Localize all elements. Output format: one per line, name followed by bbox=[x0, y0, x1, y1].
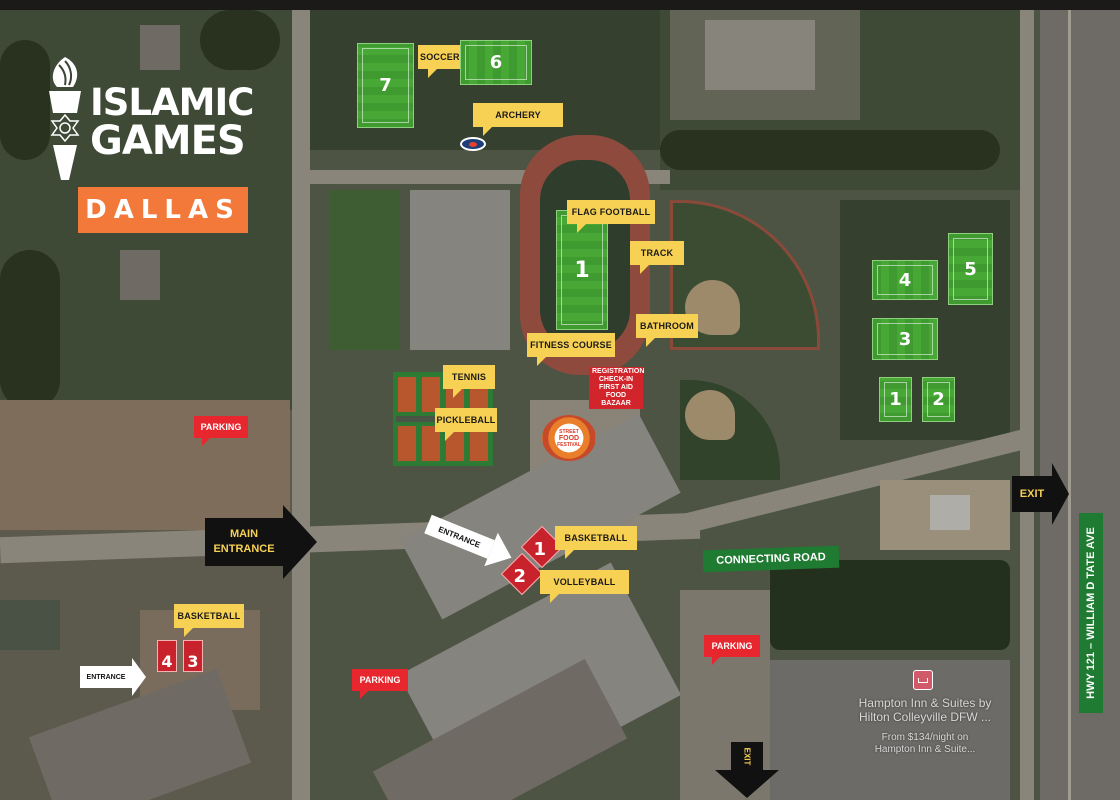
building-small bbox=[930, 495, 970, 530]
hotel-name-line2: Hilton Colleyville DFW ... bbox=[858, 709, 992, 724]
north-south-road bbox=[292, 10, 310, 800]
trees bbox=[0, 40, 50, 160]
hotel-price-line1: From $134/night on bbox=[881, 732, 969, 743]
entrance-arrow-west[interactable]: ENTRANCE bbox=[80, 658, 146, 696]
practice-field bbox=[330, 190, 400, 350]
court bbox=[396, 375, 418, 414]
main-entrance-label: MAIN ENTRANCE bbox=[205, 518, 283, 566]
parking-lot-north bbox=[670, 10, 860, 120]
soccer-field-4[interactable]: 4 bbox=[872, 260, 938, 300]
soccer-field-2[interactable]: 2 bbox=[922, 377, 955, 422]
exit-south-body: EXIT bbox=[731, 742, 763, 770]
label-volleyball[interactable]: VOLLEYBALL bbox=[540, 570, 629, 603]
court-4-marker[interactable]: 4 bbox=[157, 640, 177, 672]
label-archery[interactable]: ARCHERY bbox=[473, 103, 563, 136]
court-number: 2 bbox=[513, 565, 526, 587]
highway-divider bbox=[1068, 10, 1071, 800]
label-pickleball[interactable]: PICKLEBALL bbox=[435, 408, 497, 441]
arrow-head-icon bbox=[132, 658, 146, 696]
main-entrance-line2: ENTRANCE bbox=[213, 543, 275, 555]
food-badge-line3: FESTIVAL bbox=[557, 441, 581, 448]
torch-logo-icon bbox=[45, 55, 85, 185]
main-entrance-line1: MAIN bbox=[229, 528, 259, 540]
soccer-field-1[interactable]: 1 bbox=[879, 377, 912, 422]
exit-arrow-south[interactable]: EXIT bbox=[715, 742, 779, 800]
court bbox=[396, 424, 418, 463]
label-flag-football[interactable]: FLAG FOOTBALL bbox=[567, 200, 655, 233]
hotel-price-line2: Hampton Inn & Suite... bbox=[874, 743, 976, 755]
main-entrance-arrow[interactable]: MAIN ENTRANCE bbox=[205, 505, 317, 579]
label-fitness-course[interactable]: FITNESS COURSE bbox=[527, 333, 615, 366]
flag-football-field-1[interactable]: 1 bbox=[556, 210, 608, 330]
info-line: CHECK-IN bbox=[598, 376, 634, 383]
label-basketball-main[interactable]: BASKETBALL bbox=[555, 526, 637, 559]
soccer-field-7[interactable]: 7 bbox=[357, 43, 414, 128]
building bbox=[120, 250, 160, 300]
logo-title-line1: ISLAMIC bbox=[90, 81, 254, 124]
street-food-festival-badge[interactable]: STREET FOOD FESTIVAL bbox=[542, 415, 596, 461]
parking-label-east[interactable]: PARKING bbox=[704, 635, 760, 665]
label-track[interactable]: TRACK bbox=[630, 241, 684, 274]
arrow-head-icon bbox=[1052, 463, 1069, 525]
info-line: FIRST AID bbox=[599, 384, 633, 391]
hotel-name-line1: Hampton Inn & Suites by bbox=[858, 696, 992, 710]
soccer-field-5[interactable]: 5 bbox=[948, 233, 993, 305]
food-badge-line1: STREET bbox=[559, 428, 579, 435]
label-basketball-west[interactable]: BASKETBALL bbox=[174, 604, 244, 637]
top-bar bbox=[0, 0, 1120, 10]
venue-map[interactable]: ISLAMIC GAMES DALLAS 7 6 SOCCER ARCHERY … bbox=[0, 10, 1120, 800]
tree-line bbox=[660, 130, 1000, 170]
hotel-poi-name[interactable]: Hampton Inn & Suites by Hilton Colleyvil… bbox=[820, 696, 1030, 725]
logo-title-line2: GAMES bbox=[90, 118, 246, 164]
exit-south-label: EXIT bbox=[742, 747, 752, 765]
label-bathroom[interactable]: BATHROOM bbox=[636, 314, 698, 347]
exit-arrow-east[interactable]: EXIT bbox=[1012, 463, 1069, 525]
highway-sign-text: HWY 121 – WILLIAM D TATE AVE bbox=[1085, 527, 1097, 699]
court-number: 1 bbox=[533, 538, 546, 560]
tennis-courts-west bbox=[0, 600, 60, 650]
label-tennis[interactable]: TENNIS bbox=[443, 365, 495, 398]
hotel-poi-price: From $134/night on Hampton Inn & Suite..… bbox=[840, 732, 1010, 755]
entrance-west-label: ENTRANCE bbox=[80, 666, 132, 688]
highway-sign: HWY 121 – WILLIAM D TATE AVE bbox=[1079, 513, 1103, 713]
arrow-head-icon bbox=[283, 505, 317, 579]
trees bbox=[200, 10, 280, 70]
info-line: REGISTRATION bbox=[592, 368, 645, 375]
city-badge: DALLAS bbox=[78, 187, 248, 233]
archery-target-icon bbox=[460, 137, 486, 151]
softball-infield bbox=[685, 390, 735, 440]
soccer-field-3[interactable]: 3 bbox=[872, 318, 938, 360]
parking-label-south[interactable]: PARKING bbox=[352, 669, 408, 699]
hotel-pin-icon[interactable] bbox=[913, 670, 933, 690]
building-indoor-facility bbox=[410, 190, 510, 350]
parking-label-northwest[interactable]: PARKING bbox=[194, 416, 248, 446]
hotel-parking bbox=[770, 660, 1010, 800]
registration-info-box[interactable]: REGISTRATION CHECK-IN FIRST AID FOOD BAZ… bbox=[589, 367, 645, 409]
court bbox=[420, 424, 442, 463]
tree-grove bbox=[770, 560, 1010, 650]
soccer-field-6[interactable]: 6 bbox=[460, 40, 532, 85]
info-line: FOOD bbox=[605, 392, 627, 399]
exit-east-label: EXIT bbox=[1012, 476, 1052, 512]
label-soccer[interactable]: SOCCER bbox=[418, 45, 460, 78]
arrow-head-icon bbox=[715, 770, 779, 798]
food-badge-line2: FOOD bbox=[558, 434, 580, 442]
info-line: BAZAAR bbox=[601, 400, 631, 407]
frontage-road bbox=[1020, 10, 1034, 800]
building bbox=[140, 25, 180, 70]
court-3-marker[interactable]: 3 bbox=[183, 640, 203, 672]
trees bbox=[0, 250, 60, 410]
court bbox=[420, 375, 442, 414]
